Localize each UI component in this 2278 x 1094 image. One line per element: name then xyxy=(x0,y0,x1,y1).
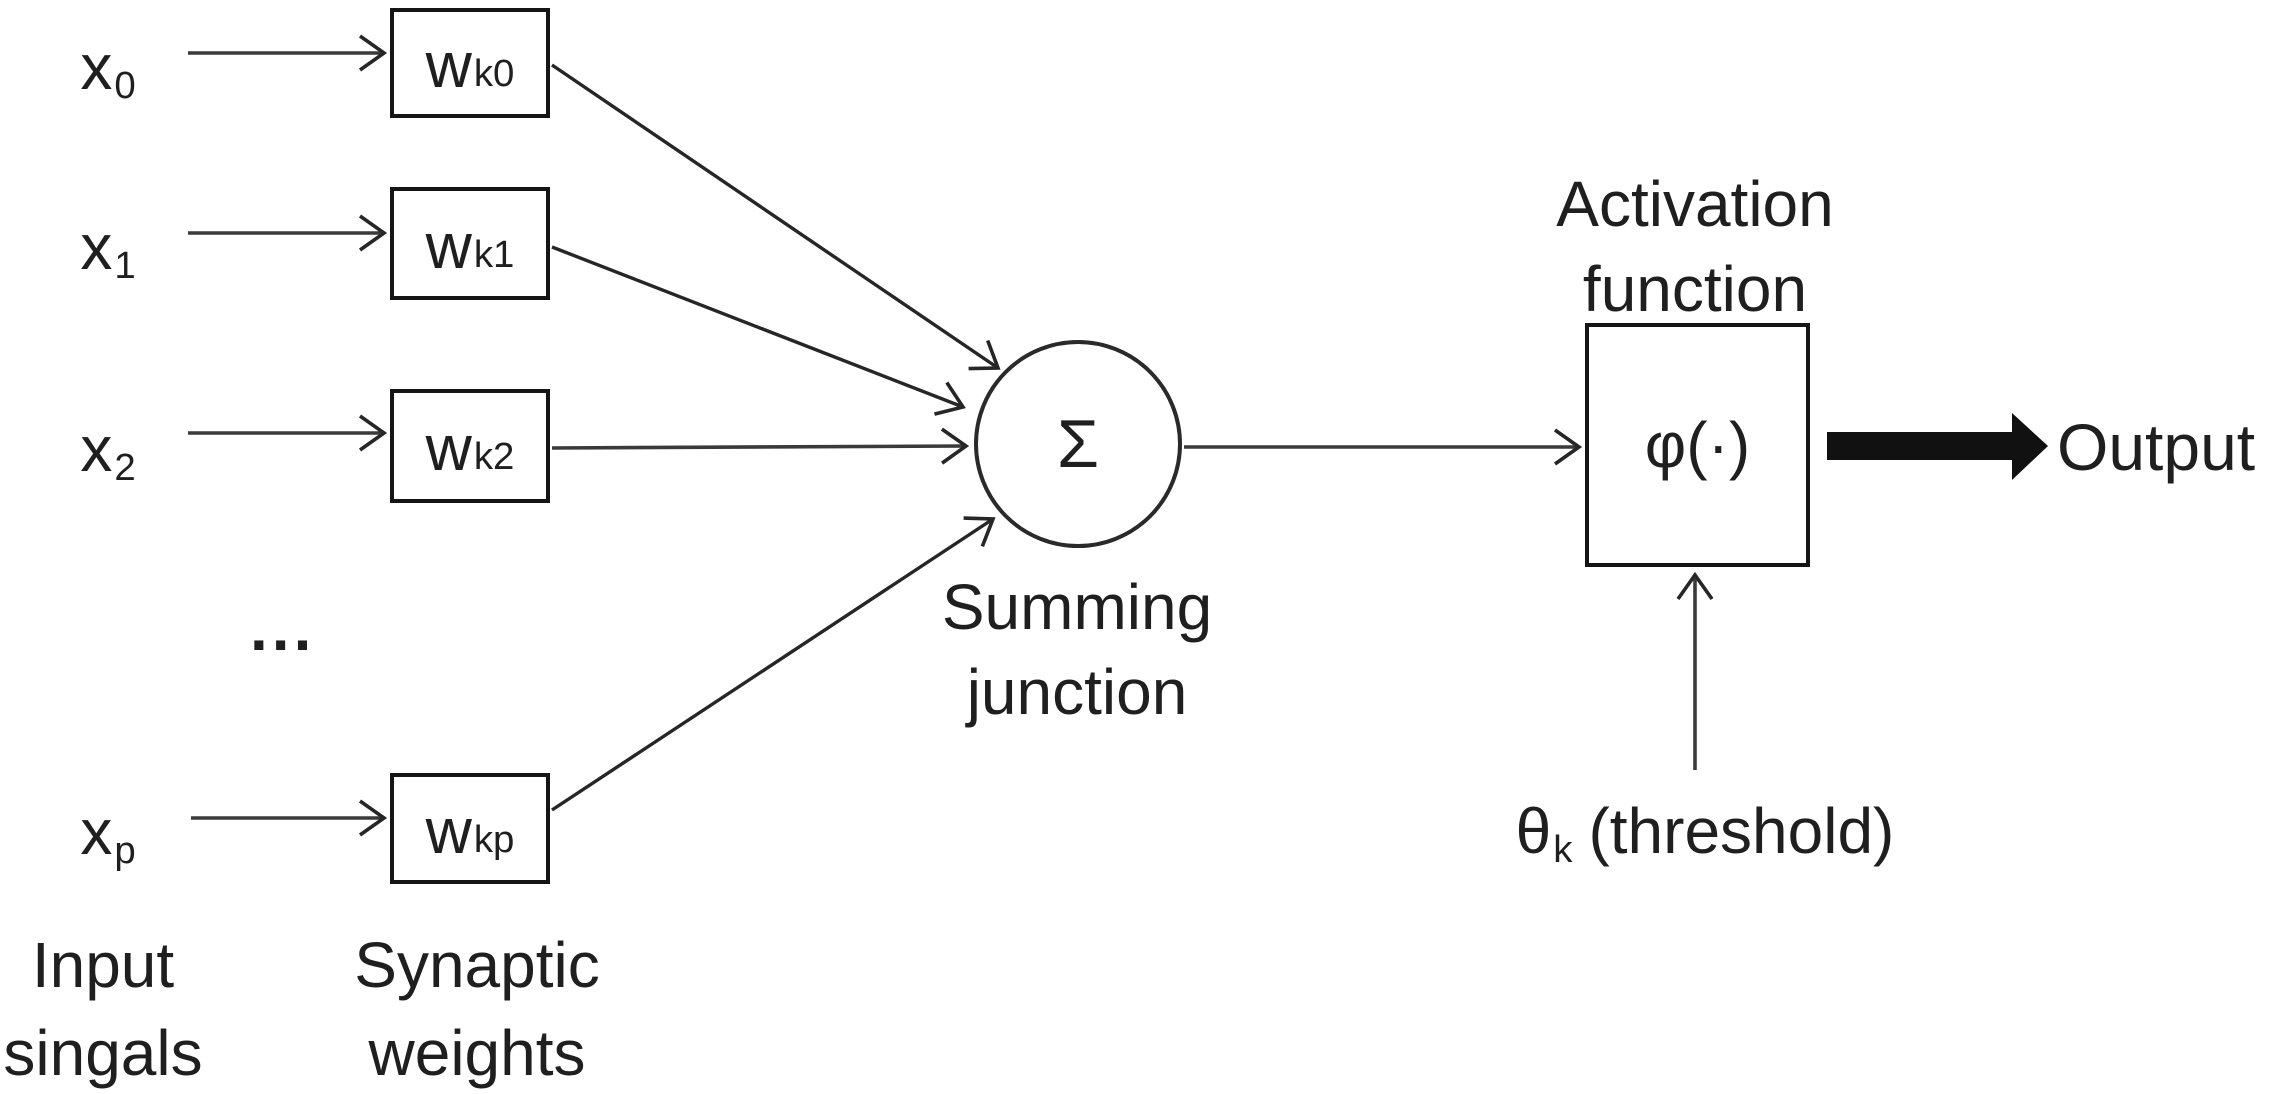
weight-wk1-base: w xyxy=(425,209,472,282)
synaptic-weights-caption: Synaptic weights xyxy=(327,921,627,1094)
input-xp-sub: p xyxy=(114,829,136,873)
input-label-x0: x0 xyxy=(53,31,163,105)
arrow-wk2-to-sum xyxy=(551,427,970,465)
output-arrow-shaft xyxy=(1827,432,2016,460)
theta-sub: k xyxy=(1553,828,1573,872)
inputs-ellipsis: ... xyxy=(250,592,316,664)
input-x1-base: x xyxy=(80,211,113,283)
activation-function-box: φ(·) xyxy=(1585,323,1810,567)
summing-junction-circle: Σ xyxy=(974,340,1182,548)
activation-label-line2: function xyxy=(1582,253,1808,325)
phi-symbol: φ(·) xyxy=(1644,409,1751,481)
summing-label-line1: Summing xyxy=(941,571,1213,643)
input-caption-line1: Input xyxy=(31,929,175,1001)
threshold-text: (threshold) xyxy=(1588,795,1895,867)
arrow-wk0-to-sum xyxy=(551,63,1001,371)
weights-caption-line1: Synaptic xyxy=(354,929,600,1001)
weight-wk0-base: w xyxy=(425,29,472,101)
arrow-wkp-to-sum xyxy=(551,516,996,812)
input-label-x1: x1 xyxy=(53,211,163,285)
theta-base: θ xyxy=(1515,795,1552,867)
arrow-wk1-to-sum xyxy=(551,245,966,416)
input-x0-sub: 0 xyxy=(114,64,136,108)
activation-function-label: Activation function xyxy=(1545,162,1845,332)
weights-caption-line2: weights xyxy=(368,1017,586,1089)
input-xp-base: x xyxy=(80,796,113,868)
output-label: Output xyxy=(2057,410,2256,484)
output-arrow-head xyxy=(2012,413,2048,480)
input-signals-caption: Input singals xyxy=(3,921,203,1094)
sigma-symbol: Σ xyxy=(1056,406,1100,482)
weight-wk2-base: w xyxy=(425,412,472,484)
activation-label-line1: Activation xyxy=(1556,168,1834,240)
threshold-label: θk (threshold) xyxy=(1480,795,1930,869)
input-caption-line2: singals xyxy=(3,1017,203,1089)
input-x0-base: x xyxy=(80,31,113,103)
input-label-x2: x2 xyxy=(53,413,163,487)
summing-label-line2: junction xyxy=(966,656,1188,728)
input-x2-sub: 2 xyxy=(114,446,136,490)
input-label-xp: xp xyxy=(53,796,163,870)
summing-junction-label: Summing junction xyxy=(927,565,1227,735)
input-x1-sub: 1 xyxy=(114,244,136,288)
weight-wkp-base: w xyxy=(425,794,472,867)
input-x2-base: x xyxy=(80,413,113,485)
